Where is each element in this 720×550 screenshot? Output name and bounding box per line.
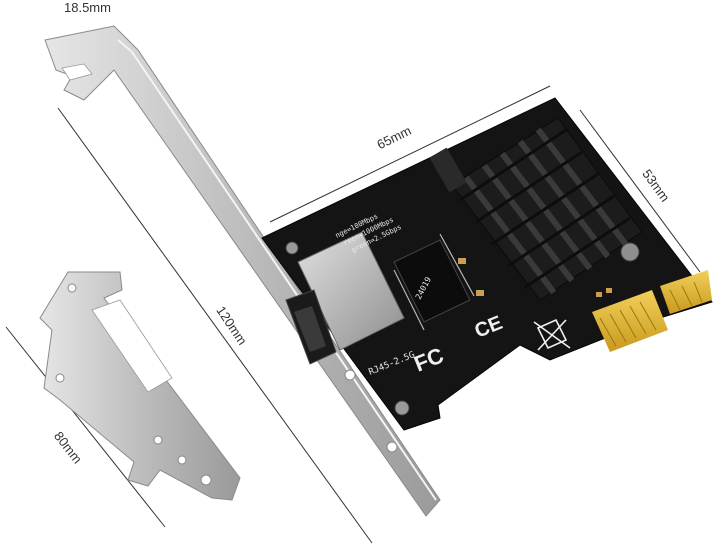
dim-line-80 <box>5 326 166 528</box>
capacitor <box>458 258 466 264</box>
pcie-gold-contacts <box>592 270 712 352</box>
network-card-board: 24019 nge=100Mbps reen=1000Mbps green=2.… <box>261 97 713 431</box>
dim-line-120 <box>57 107 373 544</box>
heatsink <box>451 117 643 301</box>
capacitor <box>606 288 612 293</box>
dimension-lines <box>5 85 701 544</box>
low-profile-bracket <box>39 271 241 501</box>
dim-line-65 <box>269 85 551 223</box>
rj45-port <box>285 231 405 365</box>
dim-line-53 <box>579 109 701 273</box>
capacitor <box>476 290 484 296</box>
capacitor <box>596 292 602 297</box>
heatsink-spring-pin <box>620 242 640 262</box>
controller-chip: 24019 <box>393 233 475 331</box>
heatsink-clip <box>429 147 467 193</box>
dim-bracket-width: 18.5mm <box>64 0 111 15</box>
mount-screw <box>285 241 299 255</box>
mount-screw <box>394 400 410 416</box>
weee-bin-icon <box>533 318 571 351</box>
